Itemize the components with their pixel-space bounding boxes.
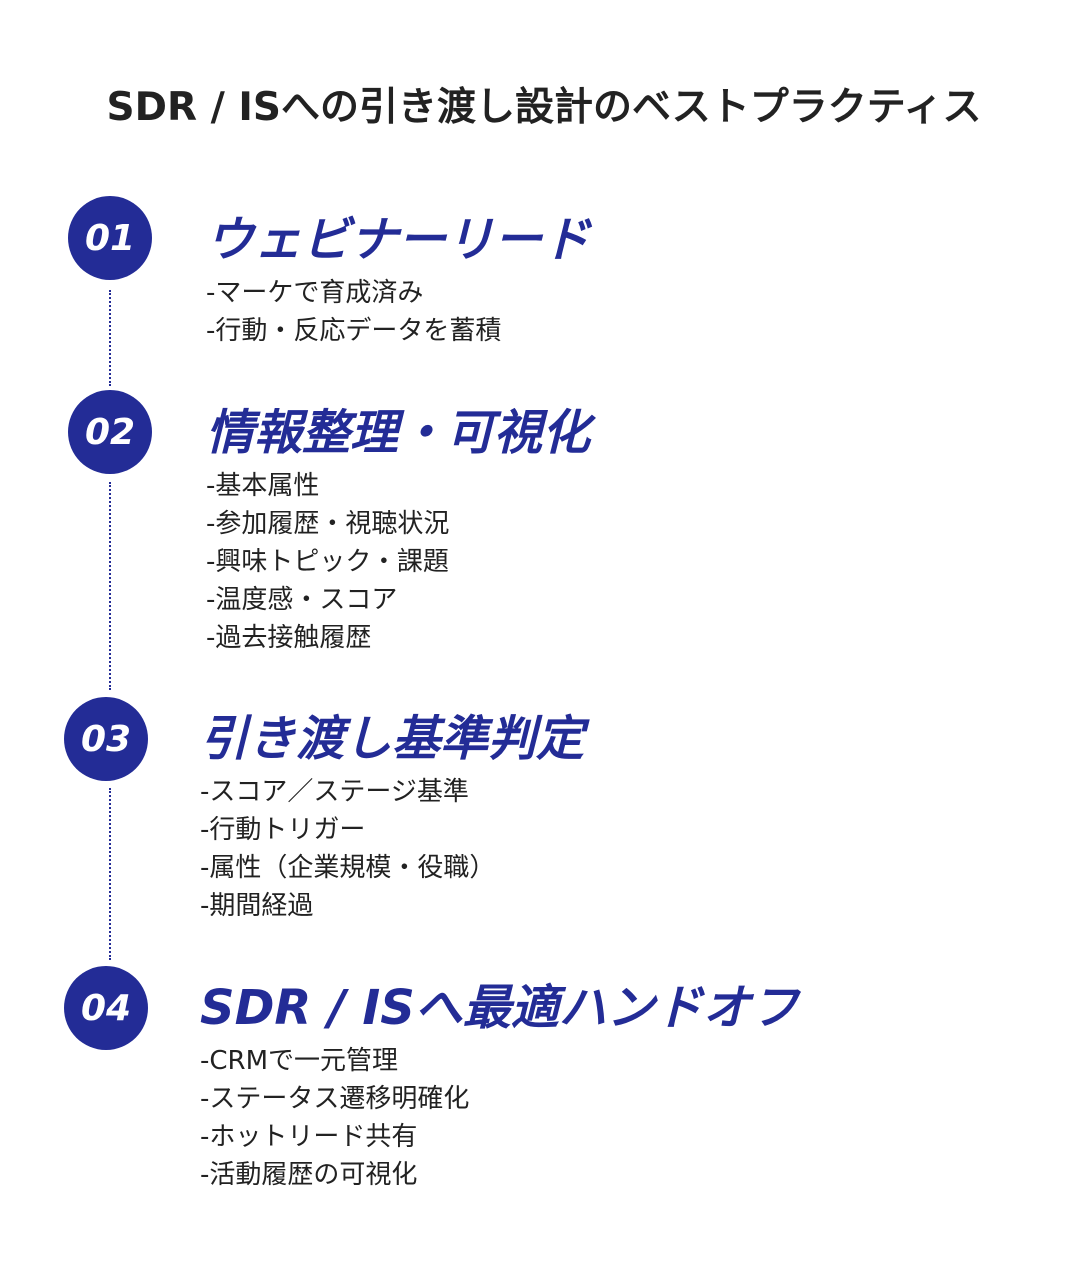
- step-3: 引き渡し基準判定 -スコア／ステージ基準 -行動トリガー -属性（企業規模・役職…: [200, 709, 584, 925]
- step-heading: ウェビナーリード: [206, 212, 591, 268]
- step-item: -活動履歴の可視化: [200, 1160, 418, 1190]
- step-number-badge: 03: [64, 697, 148, 781]
- step-item: -属性（企業規模・役職）: [200, 853, 496, 883]
- step-heading: SDR / ISへ最適ハンドオフ: [200, 980, 799, 1036]
- step-item: -マーケで育成済み: [206, 278, 424, 308]
- step-number-badge: 02: [68, 390, 152, 474]
- step-item: -ホットリード共有: [200, 1122, 418, 1152]
- step-item: -スコア／ステージ基準: [200, 777, 469, 807]
- connector-line: [109, 482, 111, 690]
- step-number-badge: 01: [68, 196, 152, 280]
- step-heading: 引き渡し基準判定: [200, 711, 585, 767]
- step-4: SDR / ISへ最適ハンドオフ -CRMで一元管理 -ステータス遷移明確化 -…: [200, 978, 799, 1194]
- step-item: -ステータス遷移明確化: [200, 1084, 470, 1114]
- step-item: -期間経過: [200, 891, 314, 921]
- connector-line: [109, 788, 111, 960]
- step-1: ウェビナーリード -マーケで育成済み -行動・反応データを蓄積: [206, 210, 590, 350]
- step-item: -基本属性: [206, 471, 320, 501]
- connector-line: [109, 290, 111, 386]
- step-item: -興味トピック・課題: [206, 547, 449, 577]
- step-item: -参加履歴・視聴状況: [206, 509, 450, 539]
- page-title: SDR / ISへの引き渡し設計のベストプラクティス: [106, 85, 982, 130]
- step-number-badge: 04: [64, 966, 148, 1050]
- step-heading: 情報整理・可視化: [206, 405, 591, 461]
- step-item: -過去接触履歴: [206, 623, 372, 653]
- step-item: -行動・反応データを蓄積: [206, 316, 502, 346]
- step-item: -温度感・スコア: [206, 585, 398, 615]
- step-2: 情報整理・可視化 -基本属性 -参加履歴・視聴状況 -興味トピック・課題 -温度…: [206, 403, 590, 657]
- step-item: -CRMで一元管理: [200, 1046, 399, 1076]
- step-item: -行動トリガー: [200, 815, 366, 845]
